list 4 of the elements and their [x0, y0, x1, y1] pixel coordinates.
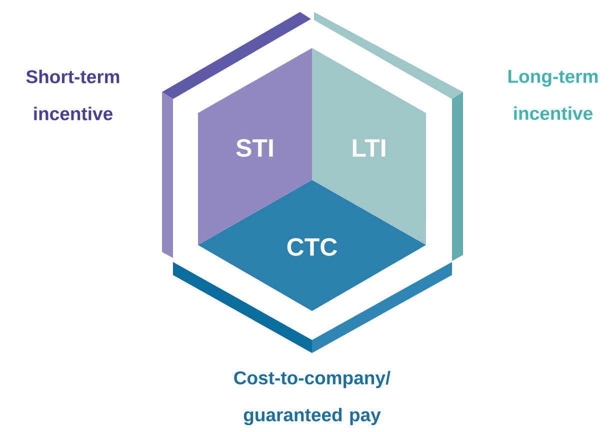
label: Long-term incentive [508, 70, 598, 120]
label: Short-term incentive [26, 70, 120, 120]
label: Cost-to-company/ guaranteed pay [234, 370, 390, 426]
cube-face: CTC [198, 180, 426, 311]
